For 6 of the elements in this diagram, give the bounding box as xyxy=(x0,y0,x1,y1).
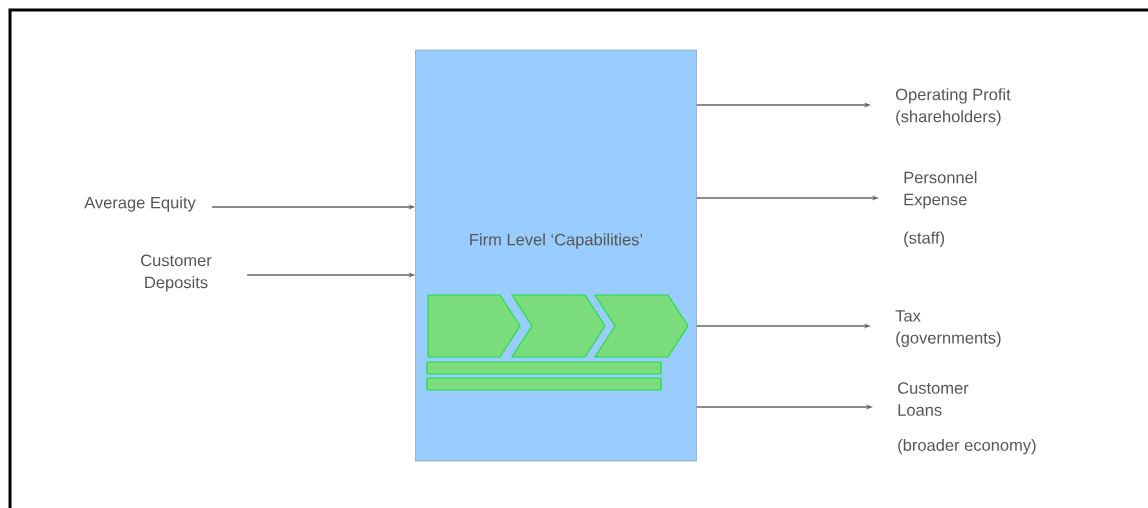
output-label: Personnel Expense (staff) xyxy=(904,171,977,247)
output-label: Customer Loans (broader economy) xyxy=(898,382,1036,455)
input-label: Average Equity xyxy=(84,196,196,212)
output-label: Operating Profit (shareholders) xyxy=(896,88,1011,126)
input-label: Customer Deposits xyxy=(141,254,212,292)
output-label: Tax (governments) xyxy=(895,310,1001,347)
